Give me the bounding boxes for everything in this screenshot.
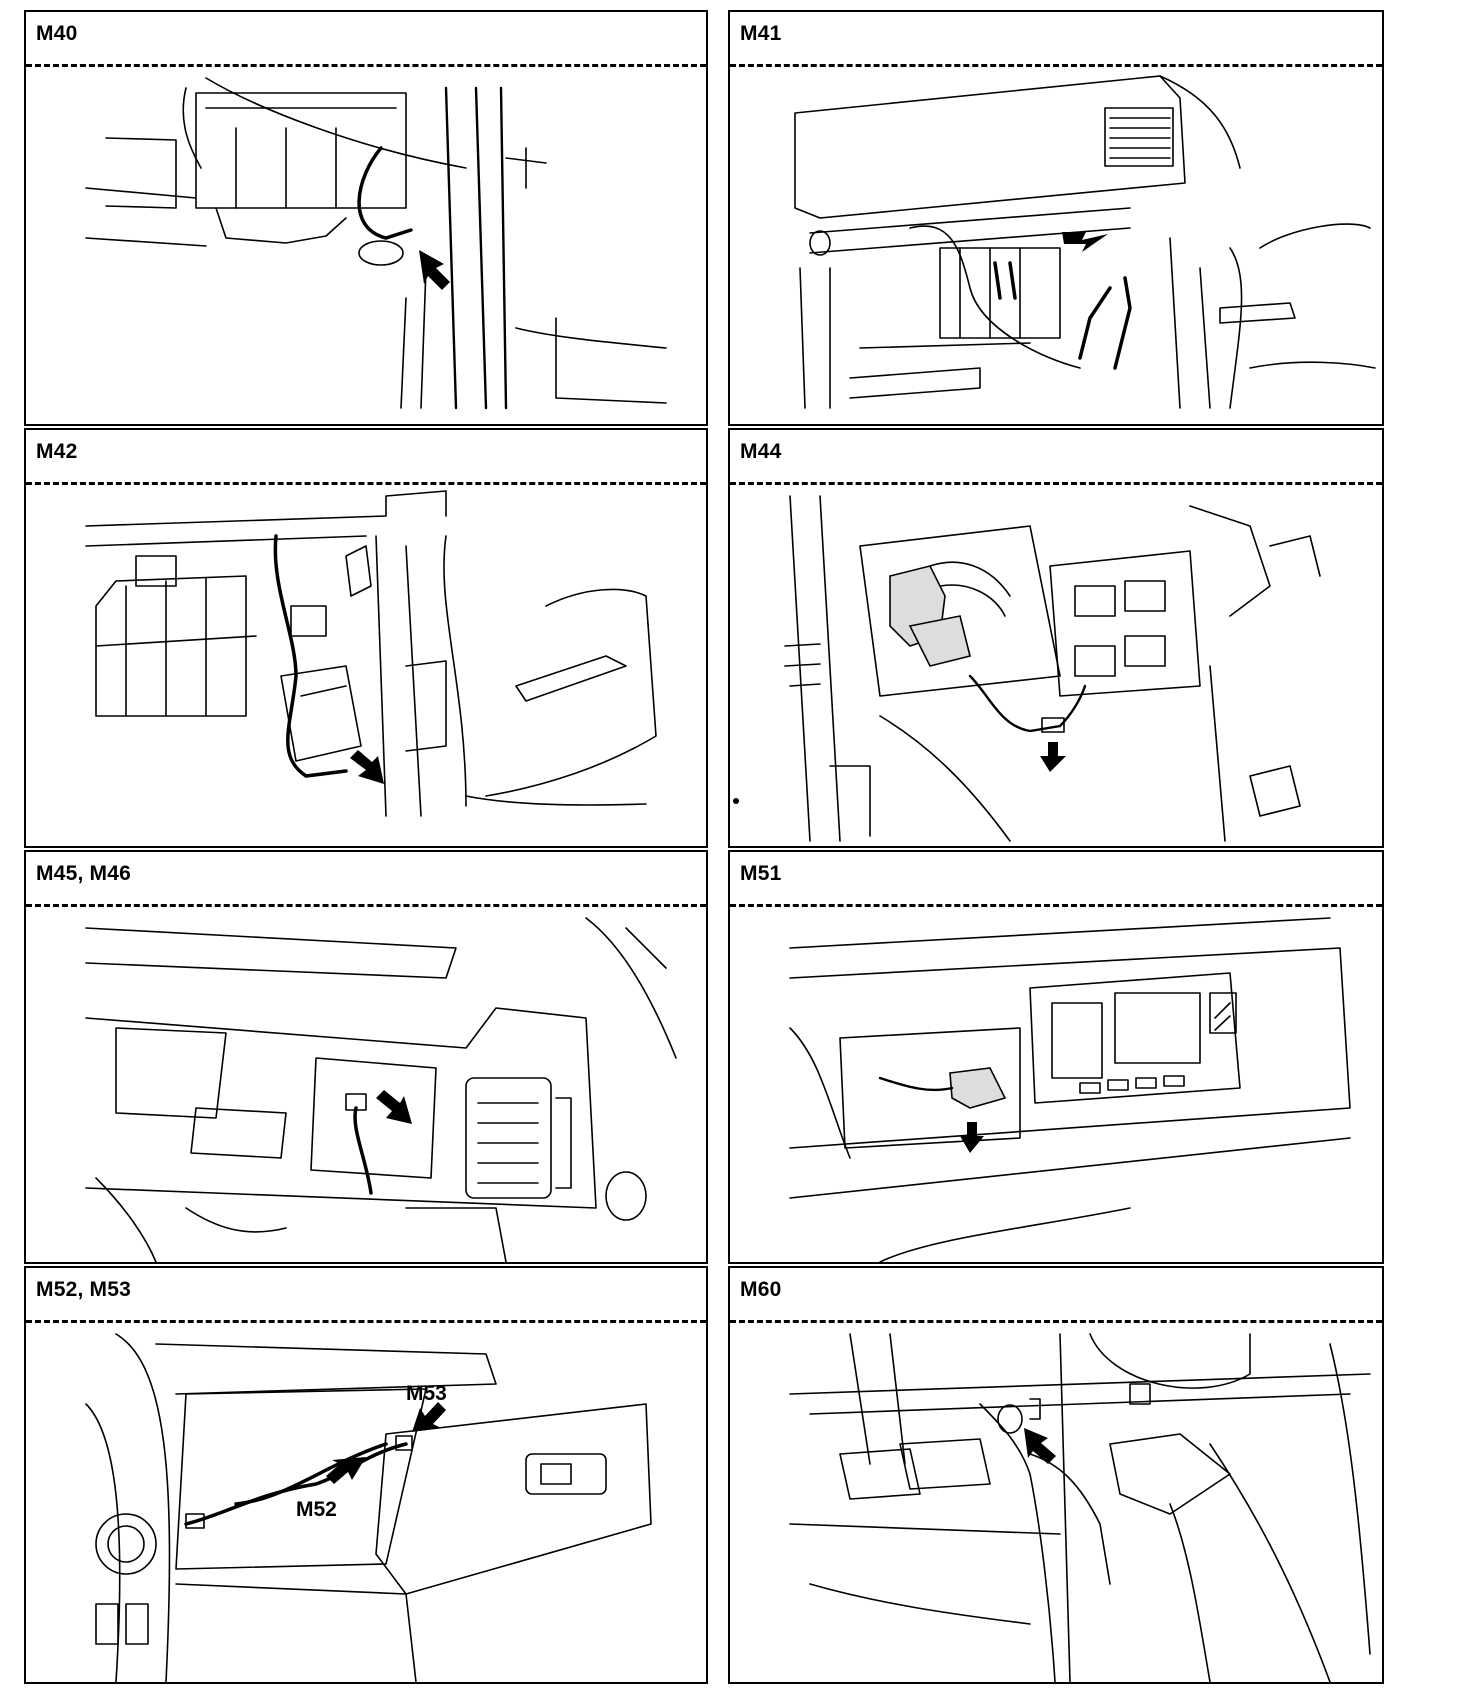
panel-label: M60 xyxy=(740,1278,782,1301)
panel-label: M41 xyxy=(740,22,782,45)
m41-illustration xyxy=(794,75,1376,409)
panel-m60: M60 xyxy=(728,1266,1384,1684)
dashed-divider xyxy=(26,64,706,67)
dashed-divider xyxy=(730,904,1382,907)
m60-illustration xyxy=(789,1333,1371,1682)
m42-illustration xyxy=(85,490,657,817)
dashed-divider xyxy=(730,64,1382,67)
panel-m41: M41 xyxy=(728,10,1384,426)
dashed-divider xyxy=(26,482,706,485)
panel-label: M42 xyxy=(36,440,78,463)
panel-m51: M51 xyxy=(728,850,1384,1264)
panel-label: M45, M46 xyxy=(36,862,131,885)
m51-illustration xyxy=(789,917,1351,1262)
m40-illustration xyxy=(85,77,667,410)
callout-m53: M53 xyxy=(406,1382,447,1405)
dashed-divider xyxy=(26,904,706,907)
dashed-divider xyxy=(26,1320,706,1323)
panel-m42: M42 xyxy=(24,428,708,848)
panel-m52-m53: M52, M53 M53 M52 xyxy=(24,1266,708,1684)
callout-m52: M52 xyxy=(296,1498,337,1521)
panel-m45-m46: M45, M46 xyxy=(24,850,708,1264)
panel-label: M51 xyxy=(740,862,782,885)
m45-m46-illustration xyxy=(85,917,677,1262)
panel-label: M40 xyxy=(36,22,78,45)
panel-m40: M40 xyxy=(24,10,708,426)
panel-label: M44 xyxy=(740,440,782,463)
dashed-divider xyxy=(730,1320,1382,1323)
m44-illustration xyxy=(733,495,1321,842)
panel-label: M52, M53 xyxy=(36,1278,131,1301)
m52-m53-illustration: M53 M52 xyxy=(85,1333,652,1682)
dashed-divider xyxy=(730,482,1382,485)
panel-m44: M44 xyxy=(728,428,1384,848)
